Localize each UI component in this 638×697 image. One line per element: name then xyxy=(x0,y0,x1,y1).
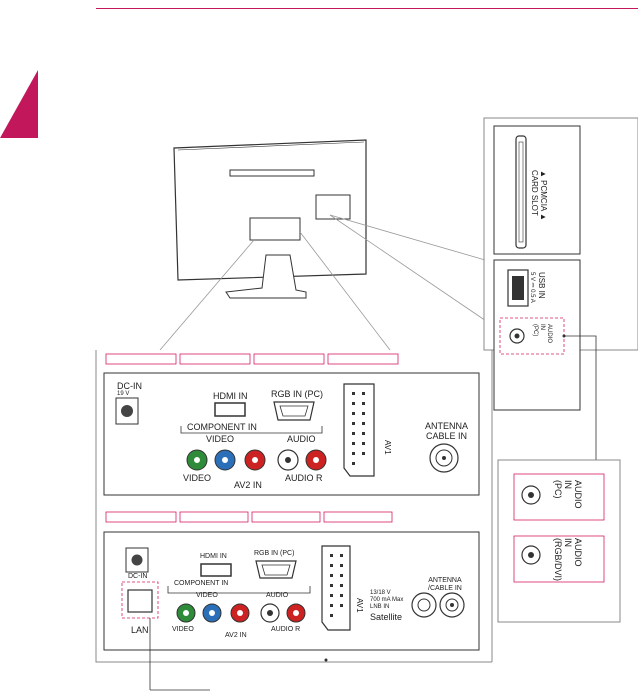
hdmi-port-icon xyxy=(214,402,246,417)
component-jacks-upper xyxy=(180,426,327,471)
rgb-in-pc-label: RGB IN (PC) xyxy=(271,389,324,399)
video-bottom-label: VIDEO xyxy=(183,473,212,483)
antenna-port-icon xyxy=(429,443,459,473)
av2-in-label-lower: AV2 IN xyxy=(225,632,247,639)
video-bottom-label-lower: VIDEO xyxy=(172,626,194,633)
dc-in-voltage: 19 V xyxy=(117,391,130,397)
usb-voltage-label: 5 V ⎓ 0.5 A xyxy=(529,272,535,303)
dc-in-label-lower: DC-IN xyxy=(128,573,148,580)
audio-in-rgb-dvi-label: AUDIO IN (RGB/DVI) xyxy=(553,538,583,582)
tv-rear-illustration xyxy=(173,139,367,299)
rgb-port-icon xyxy=(255,560,297,579)
lan-port-icon xyxy=(121,581,159,619)
audio-in-pc-small-label: AUDIO IN (PC) xyxy=(532,324,552,344)
antenna-cable-in-label-lower: ANTENNA /CABLE IN xyxy=(428,577,462,592)
dc-in-label: DC-IN xyxy=(117,381,142,391)
usb-in-label: USB IN xyxy=(537,272,546,299)
audio-jack-icon xyxy=(509,328,525,344)
audio-r-label-lower: AUDIO R xyxy=(271,626,301,633)
audio-jack-icon xyxy=(521,485,541,505)
rgb-in-pc-label-lower: RGB IN (PC) xyxy=(254,550,295,557)
lnb-in-label: 13/18 V 700 mA Max LNB IN xyxy=(370,590,404,610)
lan-label: LAN xyxy=(131,625,149,635)
component-jacks-lower xyxy=(167,586,311,623)
pcmcia-card-slot-label: ▲ PCMCIA ▲ CARD SLOT xyxy=(530,170,548,221)
satellite-label: Satellite xyxy=(370,612,403,622)
card-slot-icon xyxy=(515,135,527,249)
scart-port-icon xyxy=(321,545,351,631)
video-label: VIDEO xyxy=(206,434,235,444)
dc-jack-icon xyxy=(115,397,139,425)
audio-in-pc-label: AUDIO IN (PC) xyxy=(553,480,583,509)
component-in-label: COMPONENT IN xyxy=(187,422,257,432)
scart-port-icon xyxy=(343,383,375,477)
page-tab-marker xyxy=(0,70,38,138)
component-in-label-lower: COMPONENT IN xyxy=(174,580,229,587)
av1-label: AV1 xyxy=(383,440,392,455)
antenna-cable-in-label: ANTENNA CABLE IN xyxy=(425,421,469,441)
antenna-port-icon xyxy=(411,592,465,618)
audio-r-label: AUDIO R xyxy=(285,473,323,483)
hdmi-in-label: HDMI IN xyxy=(213,391,248,401)
av1-label-lower: AV1 xyxy=(355,598,364,613)
header-rule xyxy=(96,8,638,9)
audio-jack-icon xyxy=(521,545,541,565)
audio-label: AUDIO xyxy=(287,434,316,444)
audio-label-lower: AUDIO xyxy=(266,592,289,599)
hdmi-in-label-lower: HDMI IN xyxy=(200,553,227,560)
dc-jack-icon xyxy=(125,547,149,573)
usb-port-icon xyxy=(507,269,529,307)
video-label-lower: VIDEO xyxy=(196,592,218,599)
rgb-port-icon xyxy=(273,401,315,421)
av2-in-label: AV2 IN xyxy=(234,480,262,490)
hdmi-port-icon xyxy=(200,563,232,577)
